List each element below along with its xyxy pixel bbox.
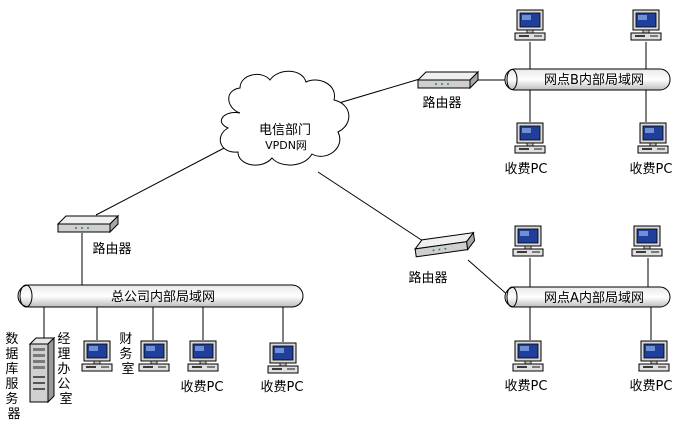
router-branch-b: 路由器 <box>417 71 479 111</box>
lan-hq-label: 总公司内部局域网 <box>111 289 215 305</box>
link-cloud-router-hq <box>95 145 229 216</box>
manager-label-char: 公 <box>57 377 70 392</box>
vpdn-cloud: 电信部门 VPDN网 <box>219 70 350 166</box>
pc-branch-b-top-left <box>514 9 546 41</box>
pc-branch-a-bottom-right: 收费PC <box>630 340 673 394</box>
cloud-label-line2: VPDN网 <box>265 139 307 152</box>
router-hq-label: 路由器 <box>92 241 131 257</box>
router-icon <box>57 215 119 233</box>
pc-label: 收费PC <box>505 162 548 177</box>
pc-branch-b-top-right <box>630 9 662 41</box>
server-label-char: 务 <box>5 391 18 407</box>
svg-text:经 理 办 公: 经 理 办 公 室 <box>57 332 74 407</box>
server-label-char: 据 <box>5 347 18 362</box>
lan-hq: 总公司内部局域网 <box>17 284 304 308</box>
pc-icon <box>187 340 219 372</box>
server-tower-icon <box>28 336 56 404</box>
lan-branch-b: 网点B内部局域网 <box>504 68 671 91</box>
pc-icon <box>512 225 544 257</box>
pc-hq-toll-1: 收费PC <box>181 340 224 395</box>
pc-label: 收费PC <box>505 379 548 394</box>
server-label-char: 器 <box>7 407 20 422</box>
pc-icon <box>267 342 299 374</box>
pc-branch-a-bottom-left: 收费PC <box>505 340 548 394</box>
server-label-char: 服 <box>5 377 18 392</box>
pc-label: 收费PC <box>630 162 673 177</box>
lan-branch-a: 网点A内部局域网 <box>504 286 671 308</box>
pc-icon <box>631 225 663 257</box>
router-branch-b-label: 路由器 <box>422 95 461 111</box>
pc-branch-a-top-right <box>631 225 663 257</box>
finance-room-pc: 财 务 室 <box>119 332 170 377</box>
router-hq: 路由器 <box>57 215 132 257</box>
pc-icon <box>138 340 170 372</box>
pc-icon <box>638 340 670 372</box>
pc-icon <box>637 122 669 154</box>
manager-label-char: 办 <box>57 362 70 377</box>
router-icon <box>417 71 479 89</box>
router-branch-a-label: 路由器 <box>408 270 447 286</box>
pc-branch-b-bottom-right: 收费PC <box>630 122 673 177</box>
manager-label-char: 室 <box>59 391 72 407</box>
router-branch-a: 路由器 <box>408 232 477 286</box>
pc-label: 收费PC <box>261 380 304 395</box>
manager-office-pc: 经 理 办 公 室 <box>57 332 113 407</box>
manager-label-char: 经 <box>57 332 70 347</box>
cloud-label-line1: 电信部门 <box>259 123 311 138</box>
finance-label-char: 室 <box>121 361 134 377</box>
svg-text:财 务 室: 财 务 室 <box>119 332 136 377</box>
pc-hq-toll-2: 收费PC <box>261 342 304 395</box>
lan-branch-b-label: 网点B内部局域网 <box>544 72 644 88</box>
pc-label: 收费PC <box>630 379 673 394</box>
database-server: 数 据 库 服 务 器 <box>5 332 56 422</box>
server-label-char: 库 <box>5 361 18 377</box>
pc-branch-b-bottom-left: 收费PC <box>505 122 548 177</box>
link-cloud-router-a <box>317 171 427 244</box>
finance-label-char: 财 <box>119 332 132 347</box>
server-label-char: 数 <box>5 332 18 347</box>
pc-icon <box>514 122 546 154</box>
router-icon <box>413 232 477 258</box>
link-router-a-lan-a <box>467 259 511 298</box>
svg-text:数 据 库 服: 数 据 库 服 务 器 <box>5 332 22 422</box>
pc-icon <box>512 340 544 372</box>
pc-label: 收费PC <box>181 380 224 395</box>
pc-icon <box>630 9 662 41</box>
manager-label-char: 理 <box>57 347 70 362</box>
finance-label-char: 务 <box>119 346 132 362</box>
pc-icon <box>81 340 113 372</box>
links <box>43 42 652 342</box>
lan-branch-a-label: 网点A内部局域网 <box>544 290 644 306</box>
pc-branch-a-top-left <box>512 225 544 257</box>
pc-icon <box>514 9 546 41</box>
